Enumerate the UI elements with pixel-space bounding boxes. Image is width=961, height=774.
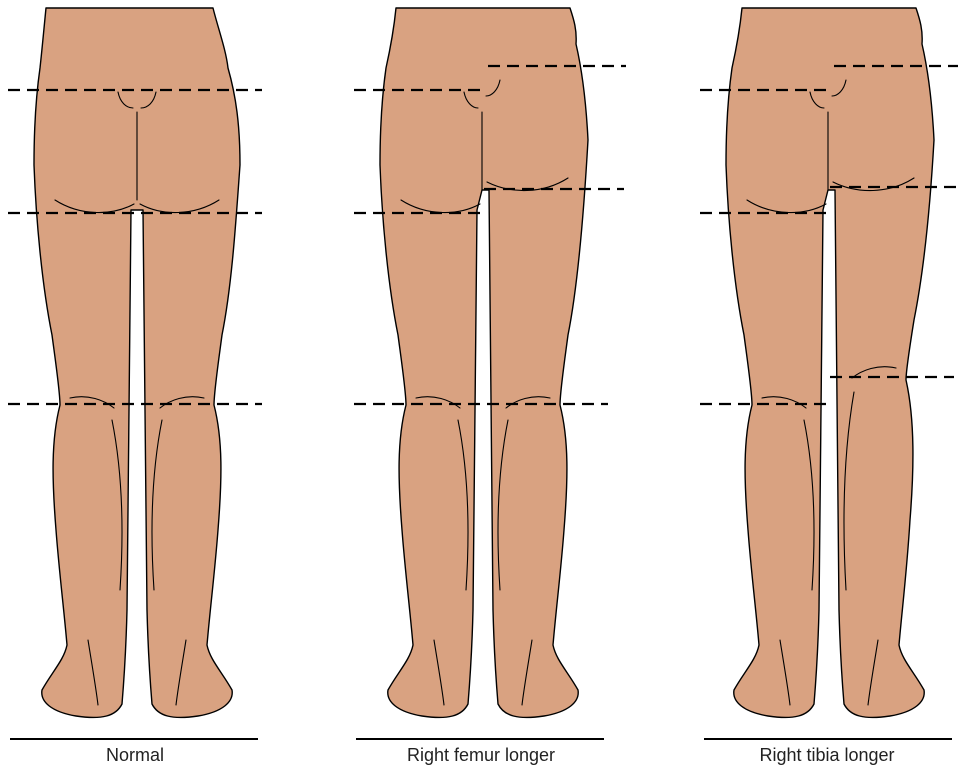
panel-femur — [354, 8, 626, 739]
body-silhouette-femur — [380, 8, 588, 718]
caption-femur: Right femur longer — [321, 745, 641, 766]
body-silhouette-tibia — [726, 8, 934, 718]
panel-normal — [8, 8, 262, 739]
caption-normal: Normal — [0, 745, 295, 766]
caption-tibia: Right tibia longer — [667, 745, 961, 766]
panel-tibia — [700, 8, 958, 739]
